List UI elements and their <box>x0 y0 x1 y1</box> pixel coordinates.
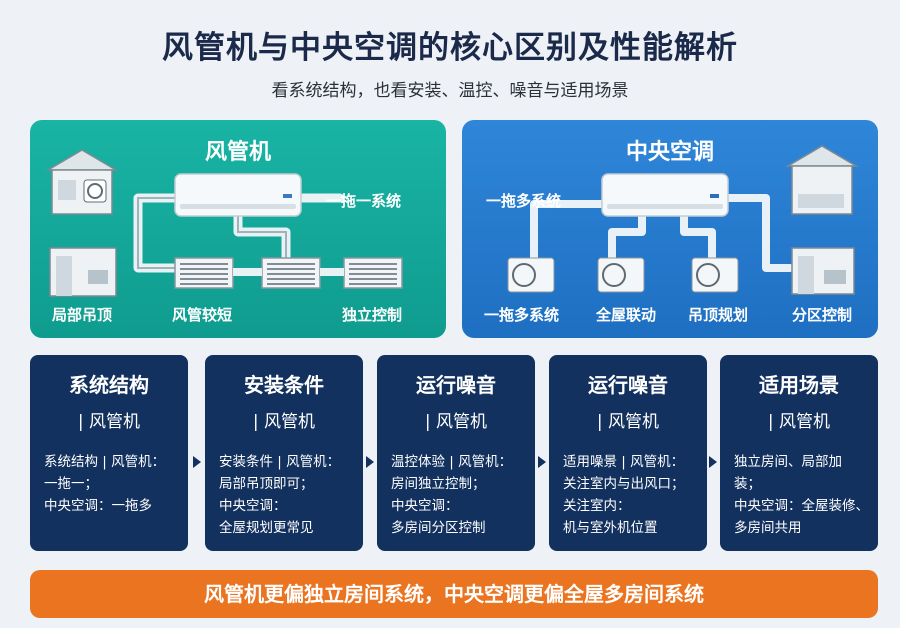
card-title: 适用场景 <box>759 373 839 397</box>
duct-unit-illustration <box>45 149 403 297</box>
card-line: 中央空调：一拖多 <box>44 498 152 514</box>
outdoor-unit-icon <box>597 257 645 293</box>
room-icon <box>49 247 117 297</box>
air-vent-icon <box>343 257 403 289</box>
card-line: 局部吊顶即可； <box>219 476 314 492</box>
card-line: 温控体验 | 风管机： <box>391 454 513 470</box>
card-line: 关注室内与出风口； <box>563 476 685 492</box>
house-icon <box>45 149 119 215</box>
duct-unit-panel: 风管机 <box>30 120 446 338</box>
card-subtitle: | 风管机 <box>252 412 316 432</box>
card-line: 独立房间、局部加 <box>734 454 842 470</box>
central-label-linked: 全屋联动 <box>596 306 657 324</box>
card-title: 安装条件 <box>244 373 324 397</box>
page-subtitle: 看系统结构，也看安装、温控、噪音与适用场景 <box>271 81 629 101</box>
central-ac-illustration <box>507 145 859 295</box>
card-line: 多房间共用 <box>734 520 802 536</box>
card-scenario: 适用场景 | 风管机 独立房间、局部加 装； 中央空调：全屋装修、 多房间共用 <box>720 355 878 551</box>
card-subtitle: | 风管机 <box>767 412 831 432</box>
duct-label-local-ceiling: 局部吊顶 <box>52 306 113 324</box>
card-line: 多房间分区控制 <box>391 520 486 536</box>
pipe-center <box>233 211 291 265</box>
card-line: 中央空调： <box>391 498 459 514</box>
card-line: 中央空调： <box>219 498 287 514</box>
air-vent-icon <box>174 257 234 289</box>
card-line: 一拖一； <box>44 476 98 492</box>
card-title: 运行噪音 <box>416 373 496 397</box>
card-line: 全屋规划更常见 <box>219 520 314 536</box>
card-title: 系统结构 <box>69 373 149 397</box>
room-icon <box>791 247 855 295</box>
central-ac-panel: 中央空调 <box>462 120 878 338</box>
card-line: 关注室内： <box>563 498 631 514</box>
pipe-left <box>133 193 183 273</box>
central-label-multi: 一拖多系统 <box>484 306 560 324</box>
arrow-right-icon <box>366 456 374 468</box>
indoor-unit-icon <box>174 173 302 217</box>
outdoor-unit-icon <box>691 257 739 293</box>
card-title: 运行噪音 <box>588 373 668 397</box>
card-line: 房间独立控制； <box>391 476 486 492</box>
card-subtitle: | 风管机 <box>77 412 141 432</box>
card-system-structure: 系统结构 | 风管机 系统结构 | 风管机： 一拖一； 中央空调：一拖多 <box>30 355 188 551</box>
central-label-ceiling-plan: 吊顶规划 <box>688 306 749 324</box>
central-label-zone: 分区控制 <box>792 306 853 324</box>
card-line: 系统结构 | 风管机： <box>44 454 166 470</box>
duct-label-short-duct: 风管较短 <box>172 306 233 324</box>
duct-label-independent: 独立控制 <box>342 306 403 324</box>
card-installation: 安装条件 | 风管机 安装条件 | 风管机： 局部吊顶即可； 中央空调： 全屋规… <box>205 355 363 551</box>
duct-unit-panel-title: 风管机 <box>204 140 271 165</box>
central-ac-panel-title: 中央空调 <box>625 140 714 165</box>
central-system-tag: 一拖多系统 <box>486 192 562 210</box>
card-noise: 运行噪音 | 风管机 适用噪景 | 风管机： 关注室内与出风口； 关注室内： 机… <box>549 355 707 551</box>
arrow-right-icon <box>538 456 546 468</box>
card-temperature: 运行噪音 | 风管机 温控体验 | 风管机： 房间独立控制； 中央空调： 多房间… <box>377 355 535 551</box>
card-line: 中央空调：全屋装修、 <box>734 498 869 514</box>
card-subtitle: | 风管机 <box>424 412 488 432</box>
arrow-right-icon <box>709 456 717 468</box>
card-subtitle: | 风管机 <box>596 412 660 432</box>
card-line: 机与室外机位置 <box>563 520 658 536</box>
air-vent-icon <box>261 257 321 289</box>
indoor-unit-icon <box>601 173 729 217</box>
outdoor-unit-icon <box>507 257 555 293</box>
card-line: 装； <box>734 476 761 492</box>
card-line: 安装条件 | 风管机： <box>219 454 341 470</box>
card-line: 适用噪景 | 风管机： <box>563 454 685 470</box>
house-icon <box>785 145 859 215</box>
arrow-right-icon <box>193 456 201 468</box>
summary-banner: 风管机更偏独立房间系统，中央空调更偏全屋多房间系统 <box>30 570 878 618</box>
page-title: 风管机与中央空调的核心区别及性能解析 <box>162 30 738 66</box>
duct-system-tag: 一拖一系统 <box>326 192 402 210</box>
